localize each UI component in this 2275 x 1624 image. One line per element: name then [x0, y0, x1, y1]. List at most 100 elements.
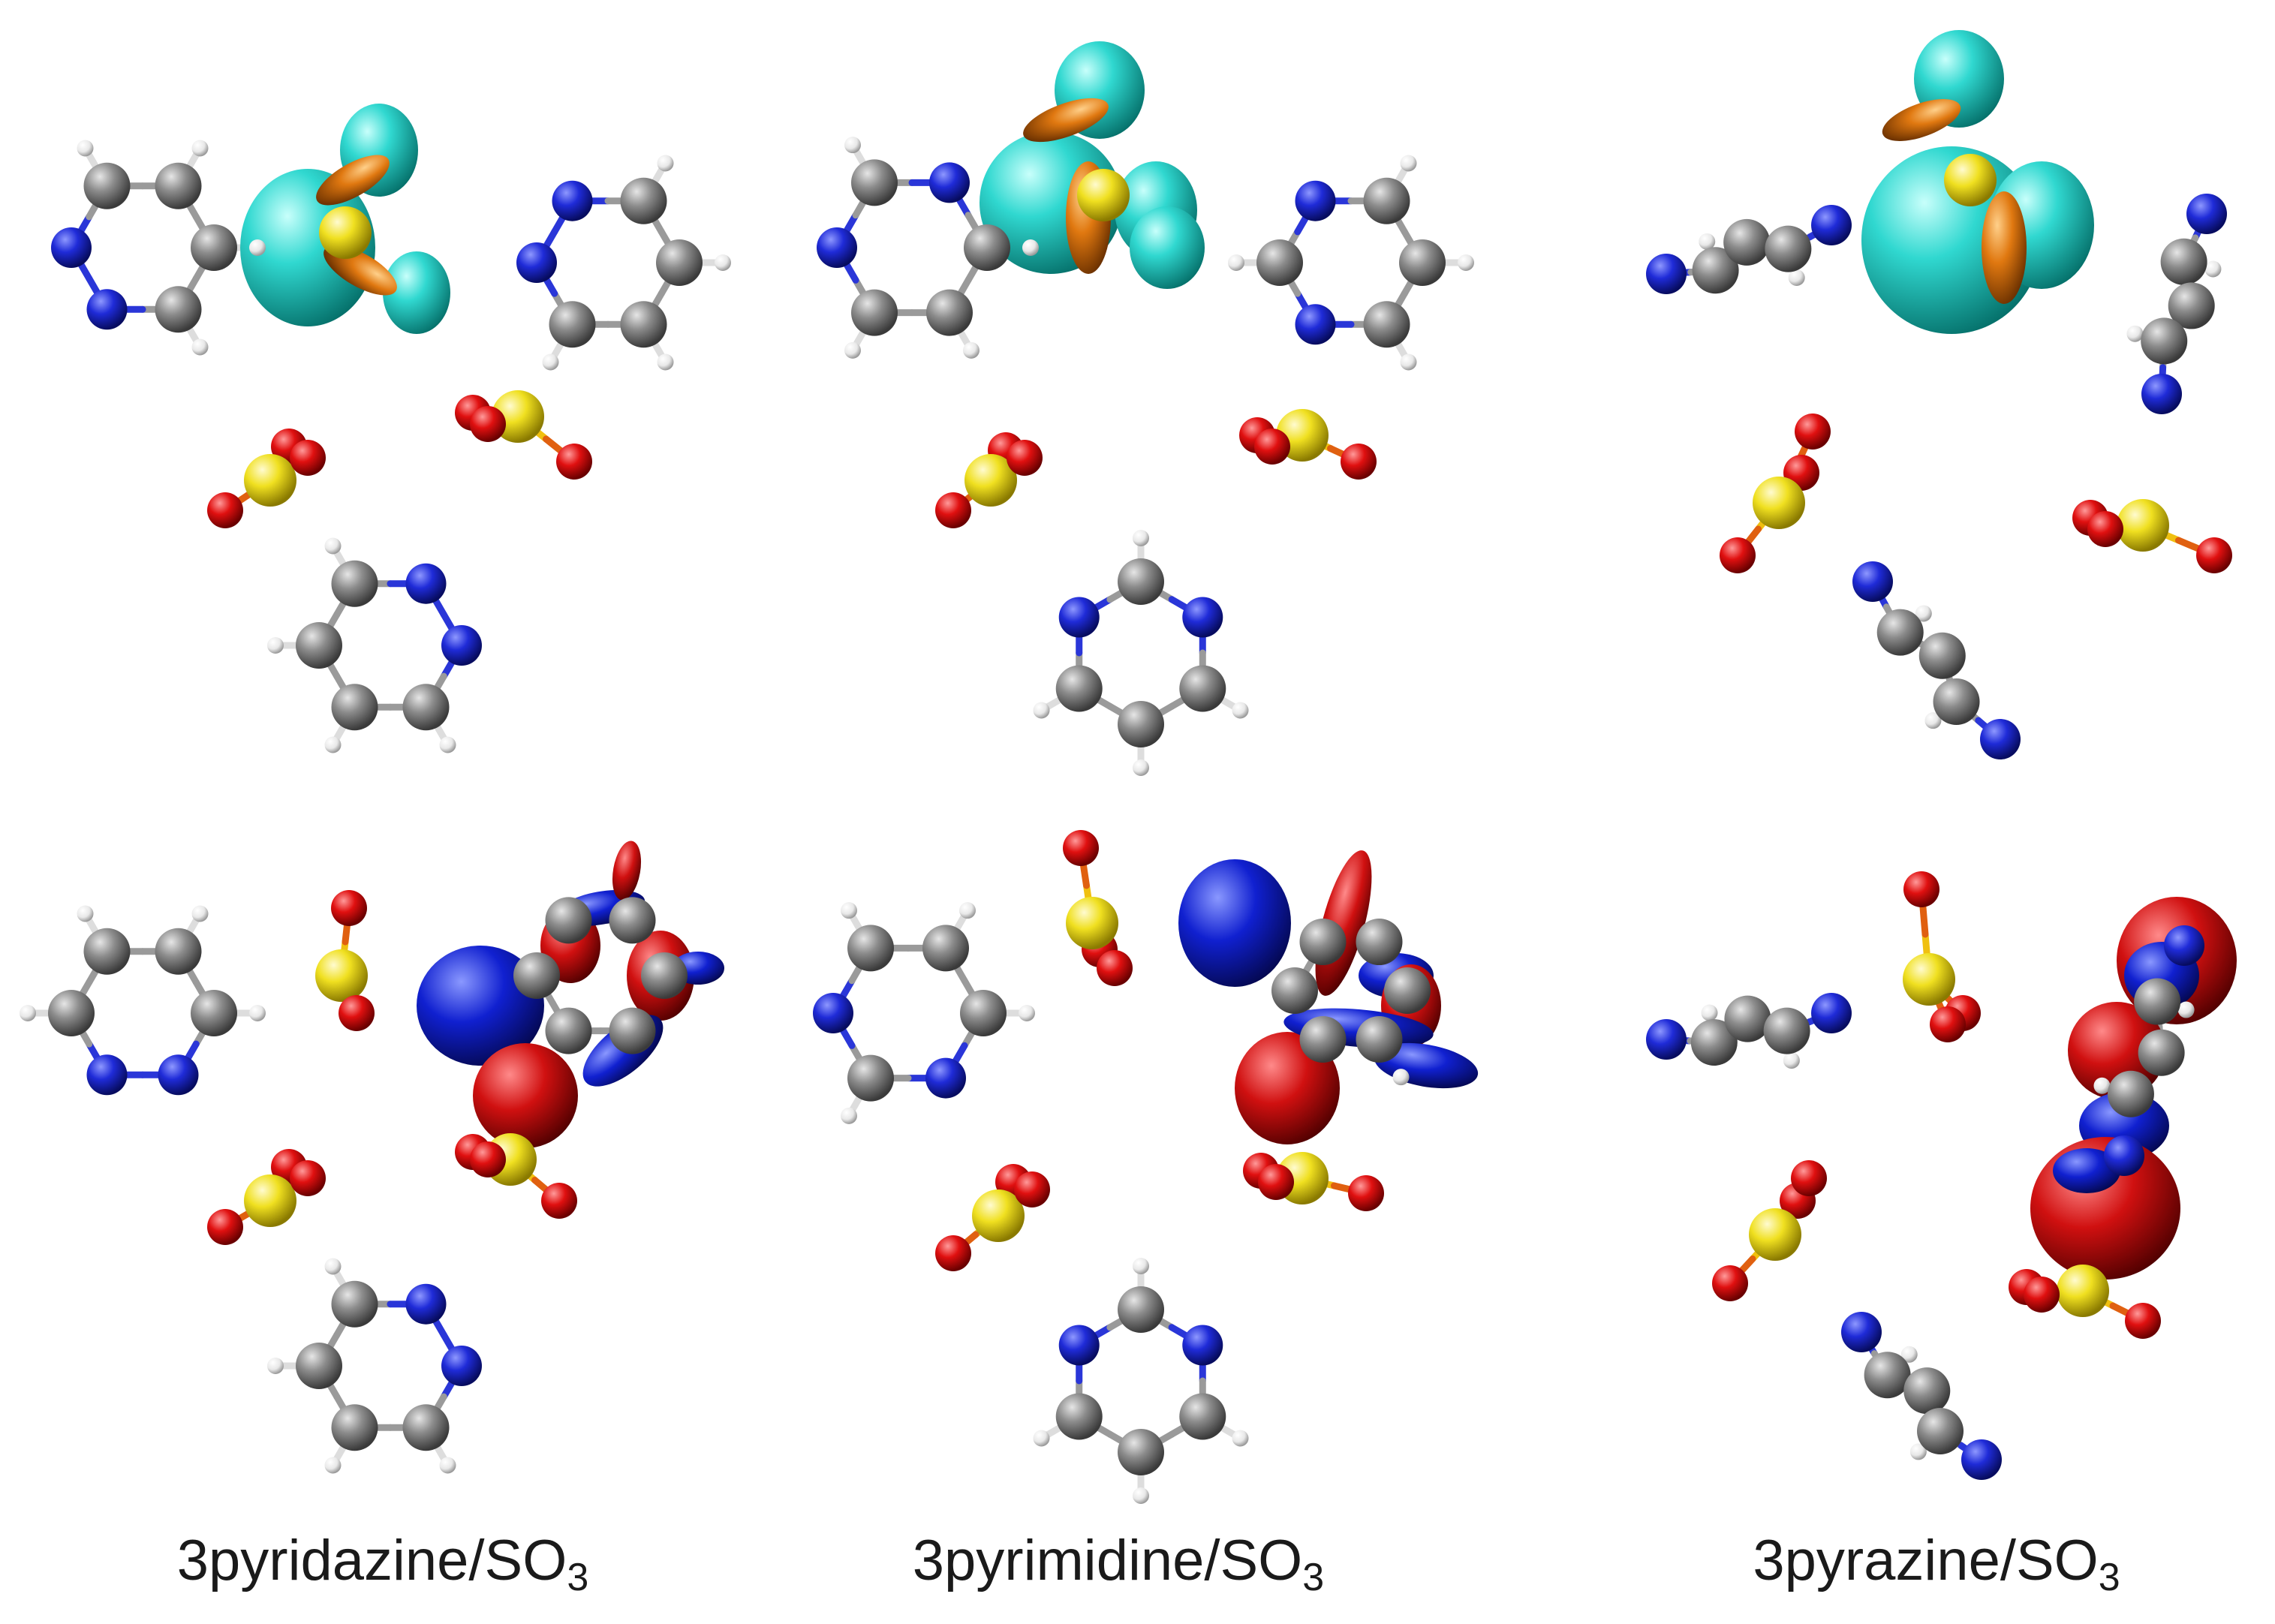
carbon-atom — [1363, 301, 1410, 348]
hydrogen-atom — [191, 140, 209, 157]
hydrogen-atom — [267, 1358, 284, 1374]
carbon-atom — [1271, 967, 1318, 1014]
nitrogen-atom — [1980, 719, 2021, 759]
carbon-atom — [513, 952, 560, 999]
carbon-atom — [191, 224, 237, 271]
hydrogen-atom — [1924, 712, 1942, 729]
carbon-atom — [1118, 1286, 1164, 1333]
hydrogen-atom — [841, 1107, 857, 1124]
hydrogen-atom — [1033, 702, 1050, 719]
orbital-lobe — [473, 1043, 578, 1148]
hydrogen-atom — [1133, 530, 1149, 546]
hydrogen-atom — [191, 905, 209, 922]
carbon-atom — [1724, 995, 1771, 1042]
hydrogen-atom — [324, 736, 342, 753]
hydrogen-atom — [20, 1005, 36, 1021]
oxygen-atom — [556, 444, 592, 480]
oxygen-atom — [1063, 830, 1099, 866]
carbon-atom — [331, 684, 378, 731]
sulfur-atom — [1903, 953, 1955, 1006]
carbon-atom — [847, 925, 894, 972]
hydrogen-atom — [1915, 605, 1932, 622]
carbon-atom — [1918, 632, 1966, 679]
nitrogen-atom — [1646, 1019, 1687, 1060]
orbital-lobe — [1130, 206, 1205, 289]
hydrogen-atom — [439, 1457, 456, 1474]
hydrogen-atom — [959, 902, 976, 919]
carbon-atom — [1765, 225, 1812, 272]
carbon-atom — [847, 1054, 894, 1102]
panel-caption-pyrimidine: 3pyrimidine/SO3 — [811, 1520, 1426, 1602]
orbital-lobe — [1023, 98, 1109, 143]
orbital-lobe — [316, 155, 390, 206]
carbon-atom — [1917, 1407, 1964, 1454]
nitrogen-atom — [1058, 597, 1100, 638]
nitrogen-atom — [1182, 597, 1223, 638]
carbon-atom — [1256, 239, 1303, 286]
carbon-atom — [656, 239, 703, 286]
nitrogen-atom — [1295, 304, 1336, 345]
panel-caption-pyrazine: 3pyrazine/SO3 — [1629, 1520, 2244, 1602]
sulfur-atom — [1749, 1208, 1801, 1261]
sulfur-atom — [1066, 897, 1118, 949]
hydrogen-atom — [1133, 759, 1149, 776]
carbon-atom — [1179, 665, 1226, 712]
nitrogen-atom — [86, 289, 128, 330]
nitrogen-atom — [86, 1054, 128, 1096]
oxygen-atom — [1097, 950, 1133, 986]
hydrogen-atom — [542, 353, 559, 371]
nitrogen-atom — [405, 563, 447, 604]
hydrogen-atom — [1232, 1430, 1249, 1447]
hydrogen-atom — [1133, 1258, 1149, 1274]
carbon-atom — [1118, 701, 1164, 747]
sulfur-atom — [1944, 154, 1997, 206]
oxygen-atom — [1903, 871, 1939, 907]
hydrogen-atom — [657, 155, 674, 172]
carbon-atom — [964, 224, 1010, 271]
carbon-atom — [545, 897, 592, 944]
carbon-atom — [549, 301, 596, 348]
caption-text: 3pyridazine/SO — [176, 1529, 567, 1592]
carbon-atom — [48, 990, 95, 1036]
hydrogen-atom — [1458, 254, 1474, 271]
orbital-lobe — [1982, 191, 2027, 304]
carbon-atom — [1933, 678, 1980, 726]
carbon-atom — [331, 1404, 378, 1451]
nitrogen-atom — [1852, 561, 1893, 602]
sulfur-atom — [2057, 1265, 2109, 1317]
nitrogen-atom — [1811, 205, 1852, 245]
oxygen-atom — [935, 1235, 971, 1271]
carbon-atom — [1399, 239, 1446, 286]
hydrogen-atom — [1699, 233, 1716, 250]
oxygen-atom — [470, 406, 506, 442]
hydrogen-atom — [657, 353, 674, 371]
carbon-atom — [83, 162, 131, 209]
oxygen-atom — [290, 440, 326, 476]
sulfur-atom — [972, 1189, 1025, 1242]
nitrogen-atom — [929, 162, 970, 203]
carbon-atom — [1055, 1393, 1103, 1440]
oxygen-atom — [339, 995, 375, 1031]
nitrogen-atom — [441, 625, 482, 666]
carbon-atom — [1876, 609, 1924, 656]
hydrogen-atom — [841, 902, 857, 919]
carbon-atom — [922, 925, 969, 972]
hydrogen-atom — [844, 137, 861, 154]
nitrogen-atom — [817, 227, 857, 268]
oxygen-atom — [1791, 1160, 1827, 1196]
oxygen-atom — [2125, 1303, 2161, 1339]
oxygen-atom — [1348, 1175, 1384, 1211]
oxygen-atom — [1795, 414, 1831, 450]
hydrogen-atom — [324, 1258, 342, 1275]
sulfur-atom — [1753, 477, 1805, 529]
hydrogen-atom — [1022, 239, 1039, 256]
hydrogen-atom — [1701, 1004, 1718, 1021]
carbon-atom — [2138, 1029, 2185, 1076]
carbon-atom — [1356, 1015, 1403, 1063]
orbital-lobe — [1178, 859, 1291, 987]
hydrogen-atom — [1900, 1346, 1918, 1363]
orbital-lobe — [1882, 99, 1961, 141]
hydrogen-atom — [1228, 254, 1244, 271]
hydrogen-atom — [324, 537, 342, 555]
carbon-atom — [1864, 1352, 1911, 1399]
